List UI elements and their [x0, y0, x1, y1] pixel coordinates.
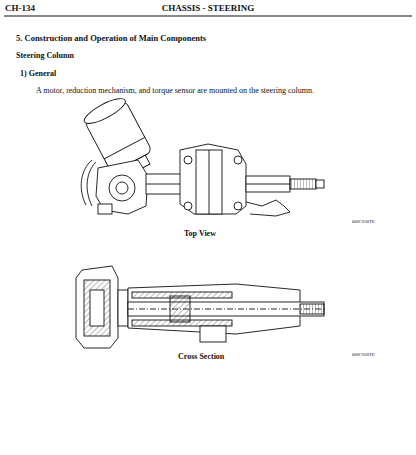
page-header: CHASSIS - STEERING [0, 4, 416, 14]
body-text: A motor, reduction mechanism, and torque… [36, 87, 314, 96]
figure-code: 00SCS30TE [352, 220, 375, 225]
top-view-drawing [81, 94, 324, 216]
page-number: CH-134 [5, 4, 35, 14]
sub-heading: 1) General [20, 70, 56, 79]
cross-section-drawing [76, 266, 324, 348]
header-rule [4, 16, 412, 17]
section-heading: 5. Construction and Operation of Main Co… [16, 34, 206, 43]
figure-caption: Cross Section [178, 353, 224, 362]
subsection-heading: Steering Column [16, 52, 74, 61]
figure-code: 00SCS20TE [352, 353, 375, 358]
figure-caption: Top View [184, 230, 216, 239]
